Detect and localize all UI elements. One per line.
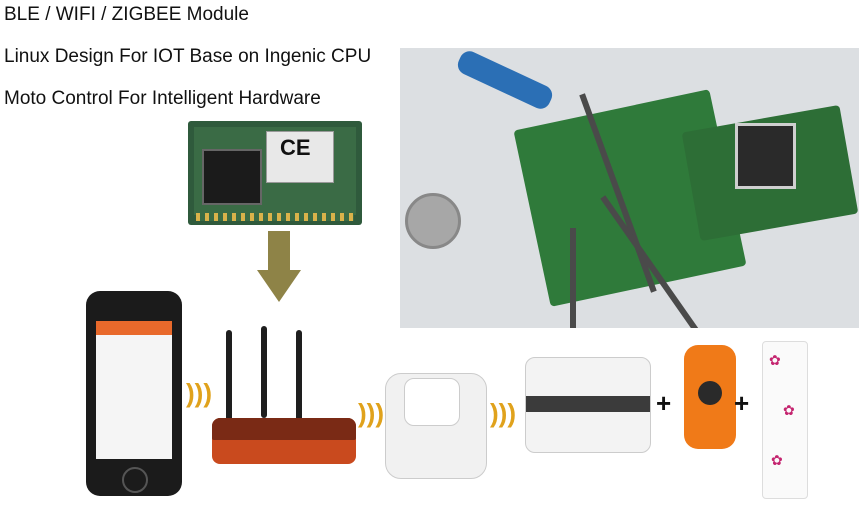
down-arrow-icon	[268, 231, 290, 271]
wifi-waves-icon: )))	[358, 398, 384, 428]
plus-sign: +	[656, 388, 672, 418]
refrigerator-icon: ✿ ✿ ✿	[762, 341, 808, 499]
water-heater-icon	[525, 357, 651, 453]
title-line-3: Moto Control For Intelligent Hardware	[4, 88, 321, 109]
router-icon	[212, 418, 356, 464]
wifi-waves-icon: )))	[490, 398, 516, 428]
title-line-2: Linux Design For IOT Base on Ingenic CPU	[4, 46, 372, 67]
title-line-1: BLE / WIFI / ZIGBEE Module	[4, 4, 249, 25]
down-arrow-head	[257, 270, 301, 302]
ce-mark: CE	[280, 135, 311, 160]
plus-sign: +	[734, 388, 750, 418]
router-antenna	[261, 326, 267, 418]
smart-plug-icon	[385, 373, 487, 479]
dev-board-photo	[400, 48, 859, 328]
smartphone-icon	[86, 291, 182, 496]
camera-device-icon	[684, 345, 736, 449]
router-antenna	[296, 330, 302, 422]
wifi-module-photo: CE	[188, 121, 362, 225]
router-antenna	[226, 330, 232, 422]
wifi-waves-icon: )))	[186, 378, 212, 408]
